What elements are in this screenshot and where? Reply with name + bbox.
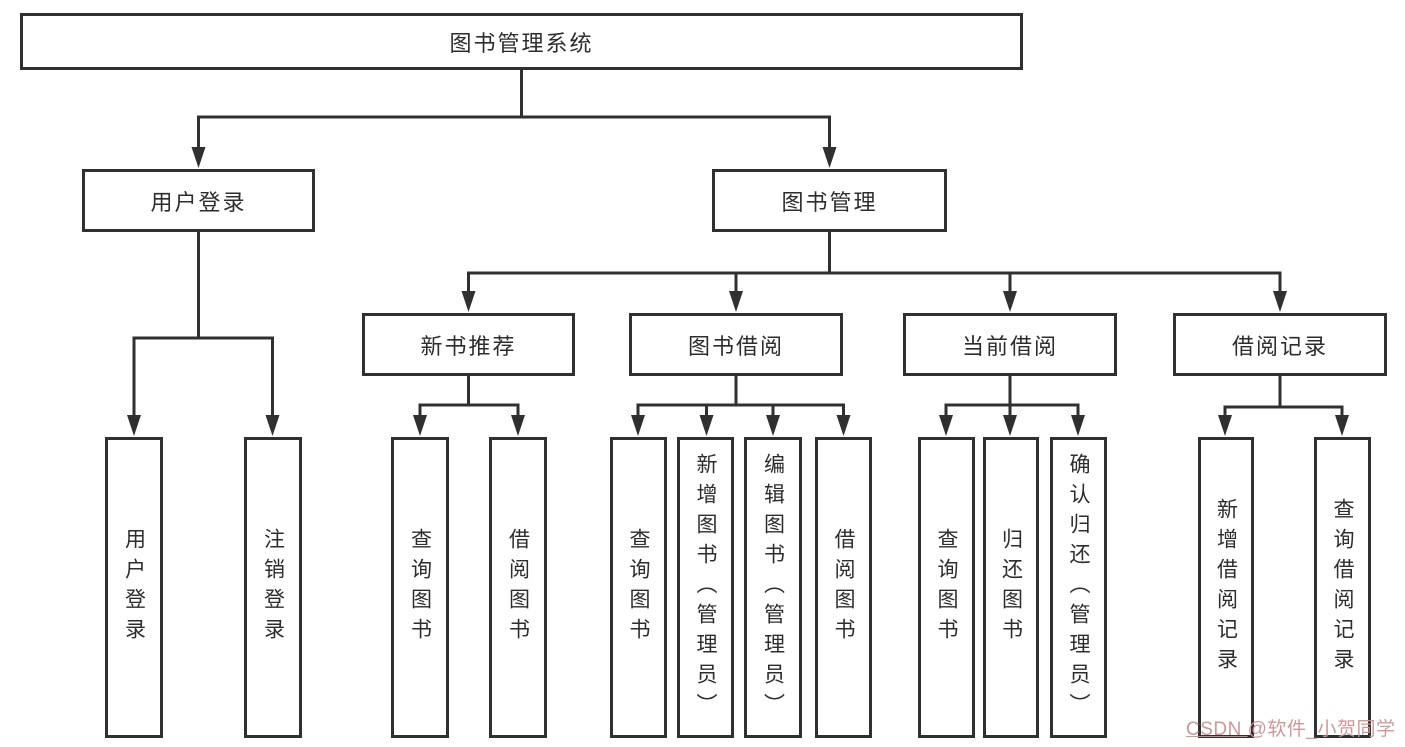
leaf-query-book-recommend: 查询图书 bbox=[391, 437, 449, 738]
csdn-watermark-site: CSDN bbox=[1186, 719, 1248, 740]
leaf-edit-book-admin: 编辑图书（管理员） bbox=[744, 437, 802, 738]
leaf-query-borrow-record: 查询借阅记录 bbox=[1314, 437, 1371, 738]
node-book-borrow: 图书借阅 bbox=[629, 313, 843, 376]
csdn-watermark: CSDN @软件_小贺同学 bbox=[1186, 714, 1395, 741]
node-new-book-recommend: 新书推荐 bbox=[362, 313, 575, 376]
leaf-borrow-book-recommend: 借阅图书 bbox=[489, 437, 547, 738]
node-borrow-record: 借阅记录 bbox=[1173, 313, 1387, 376]
leaf-query-book-borrow: 查询图书 bbox=[610, 437, 667, 738]
leaf-query-book-current: 查询图书 bbox=[918, 437, 975, 738]
leaf-add-book-admin: 新增图书（管理员） bbox=[677, 437, 734, 738]
leaf-add-borrow-record: 新增借阅记录 bbox=[1198, 437, 1254, 738]
leaf-user-login: 用户登录 bbox=[105, 437, 163, 738]
leaf-confirm-return-admin: 确认归还（管理员） bbox=[1050, 437, 1107, 738]
leaf-return-book: 归还图书 bbox=[983, 437, 1039, 738]
node-user-login: 用户登录 bbox=[82, 169, 315, 232]
leaf-borrow-book: 借阅图书 bbox=[815, 437, 872, 738]
csdn-watermark-author: @软件_小贺同学 bbox=[1247, 719, 1396, 740]
node-current-borrow: 当前借阅 bbox=[903, 313, 1117, 376]
node-book-management: 图书管理 bbox=[712, 169, 947, 232]
node-library-system: 图书管理系统 bbox=[20, 13, 1023, 70]
leaf-logout: 注销登录 bbox=[244, 437, 302, 738]
